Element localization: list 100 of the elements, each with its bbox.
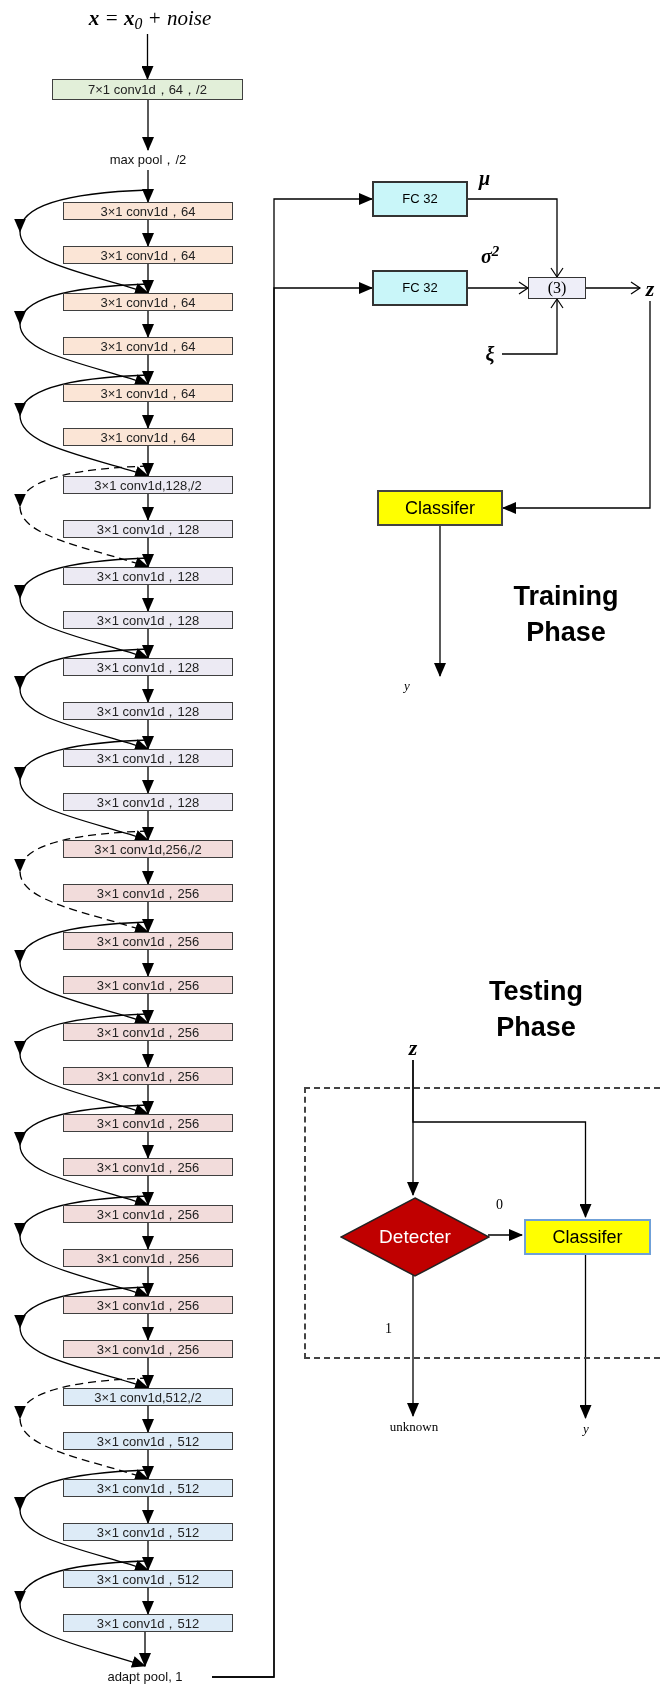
edge-label: σ$^{2}$	[480, 246, 501, 266]
layer-box: 3×1 conv1d，64	[63, 384, 233, 402]
layer-box: 3×1 conv1d，256	[63, 1114, 233, 1132]
layer-box: 3×1 conv1d，256	[63, 1067, 233, 1085]
skip-connection-arrow	[14, 189, 149, 294]
arrow	[142, 1587, 154, 1615]
edge-label: 0	[495, 1198, 504, 1212]
layer-box: 3×1 conv1d，256	[63, 1340, 233, 1358]
layer-box: 3×1 conv1d，256	[63, 1249, 233, 1267]
layer-box: 3×1 conv1d，128	[63, 702, 233, 720]
output-text: y	[575, 1418, 597, 1440]
layer-box: 3×1 conv1d，128	[63, 520, 233, 538]
arrow	[502, 300, 651, 514]
layer-box: 3×1 conv1d，512	[63, 1614, 233, 1632]
arrow	[487, 1229, 523, 1241]
arrow	[142, 949, 154, 977]
layer-box: 3×1 conv1d,128,/2	[63, 476, 233, 494]
formula-text: x = x$_{0}$ + noise	[70, 4, 230, 34]
layer-box: 3×1 conv1d，128	[63, 793, 233, 811]
variable-text: z	[640, 275, 660, 301]
arrow	[142, 99, 154, 151]
skip-connection-arrow	[14, 374, 149, 477]
skip-connection-arrow	[14, 921, 149, 1024]
arrow	[142, 1266, 154, 1297]
arrow	[142, 263, 154, 294]
variable-text: ξ	[478, 340, 502, 368]
arrow	[142, 810, 154, 841]
layer-box: 3×1 conv1d，64	[63, 293, 233, 311]
layer-box: 3×1 conv1d，512	[63, 1570, 233, 1588]
arrow	[142, 719, 154, 750]
layer-box: 3×1 conv1d，256	[63, 1023, 233, 1041]
skip-connection-arrow	[14, 1286, 149, 1389]
edge-label: 1	[384, 1322, 393, 1336]
layer-text: adapt pool, 1	[78, 1666, 212, 1688]
layer-box: 3×1 conv1d，64	[63, 246, 233, 264]
arrow	[142, 1357, 154, 1389]
skip-connection-arrow	[14, 1195, 149, 1297]
layer-box: 7×1 conv1d，64，/2	[52, 79, 243, 100]
arrow	[142, 1084, 154, 1115]
arrow	[142, 1175, 154, 1206]
classifier-box: Classifer	[524, 1219, 651, 1255]
arrow	[467, 281, 529, 295]
arrow	[585, 281, 641, 295]
layer-text: max pool，/2	[88, 150, 208, 170]
layer-box: 3×1 conv1d，128	[63, 749, 233, 767]
arrow	[142, 1040, 154, 1068]
skip-connection-arrow	[14, 1377, 149, 1480]
output-text: unknown	[378, 1416, 450, 1438]
layer-box: 3×1 conv1d，64	[63, 428, 233, 446]
arrow	[142, 1496, 154, 1524]
output-text: y	[398, 676, 448, 696]
skip-connection-arrow	[14, 283, 149, 385]
arrow	[142, 857, 154, 885]
arrow	[142, 1222, 154, 1250]
operation-box: (3)	[528, 277, 586, 299]
arrow	[142, 584, 154, 612]
arrow	[142, 537, 154, 568]
skip-connection-arrow	[14, 1013, 149, 1115]
arrow	[142, 169, 154, 203]
arrow	[142, 1313, 154, 1341]
arrow	[467, 198, 564, 278]
layer-box: 3×1 conv1d，256	[63, 932, 233, 950]
layer-box: 3×1 conv1d，256	[63, 1158, 233, 1176]
arrow	[139, 1631, 151, 1667]
layer-box: 3×1 conv1d，64	[63, 202, 233, 220]
layer-box: 3×1 conv1d，256	[63, 884, 233, 902]
arrow	[142, 1405, 154, 1433]
layer-box: 3×1 conv1d,256,/2	[63, 840, 233, 858]
fc-layer-box: FC 32	[372, 270, 468, 306]
arrow	[434, 525, 446, 677]
arrow	[142, 1540, 154, 1571]
arrow	[142, 628, 154, 659]
arrow	[141, 33, 154, 80]
arrow	[142, 219, 154, 247]
layer-box: 3×1 conv1d，64	[63, 337, 233, 355]
layer-box: 3×1 conv1d，512	[63, 1432, 233, 1450]
arrow	[142, 766, 154, 794]
arrow	[142, 310, 154, 338]
arrow	[142, 993, 154, 1024]
layer-box: 3×1 conv1d，256	[63, 1205, 233, 1223]
dashed-frame	[304, 1087, 660, 1359]
layer-box: 3×1 conv1d，256	[63, 1296, 233, 1314]
layer-box: 3×1 conv1d，512	[63, 1523, 233, 1541]
arrow	[407, 1274, 419, 1417]
skip-connection-arrow	[14, 648, 149, 750]
layer-box: 3×1 conv1d,512,/2	[63, 1388, 233, 1406]
arrow	[142, 1131, 154, 1159]
skip-connection-arrow	[14, 1469, 149, 1571]
arrow	[501, 298, 564, 355]
skip-connection-arrow	[14, 1104, 149, 1206]
arrow	[142, 354, 154, 385]
layer-box: 3×1 conv1d，512	[63, 1479, 233, 1497]
layer-box: 3×1 conv1d，128	[63, 567, 233, 585]
layer-box: 3×1 conv1d，128	[63, 611, 233, 629]
arrow	[142, 401, 154, 429]
arrow	[142, 1449, 154, 1480]
arrow	[142, 675, 154, 703]
phase-heading: Training Phase	[512, 580, 620, 649]
arrow	[142, 445, 154, 477]
skip-connection-arrow	[14, 1560, 146, 1668]
